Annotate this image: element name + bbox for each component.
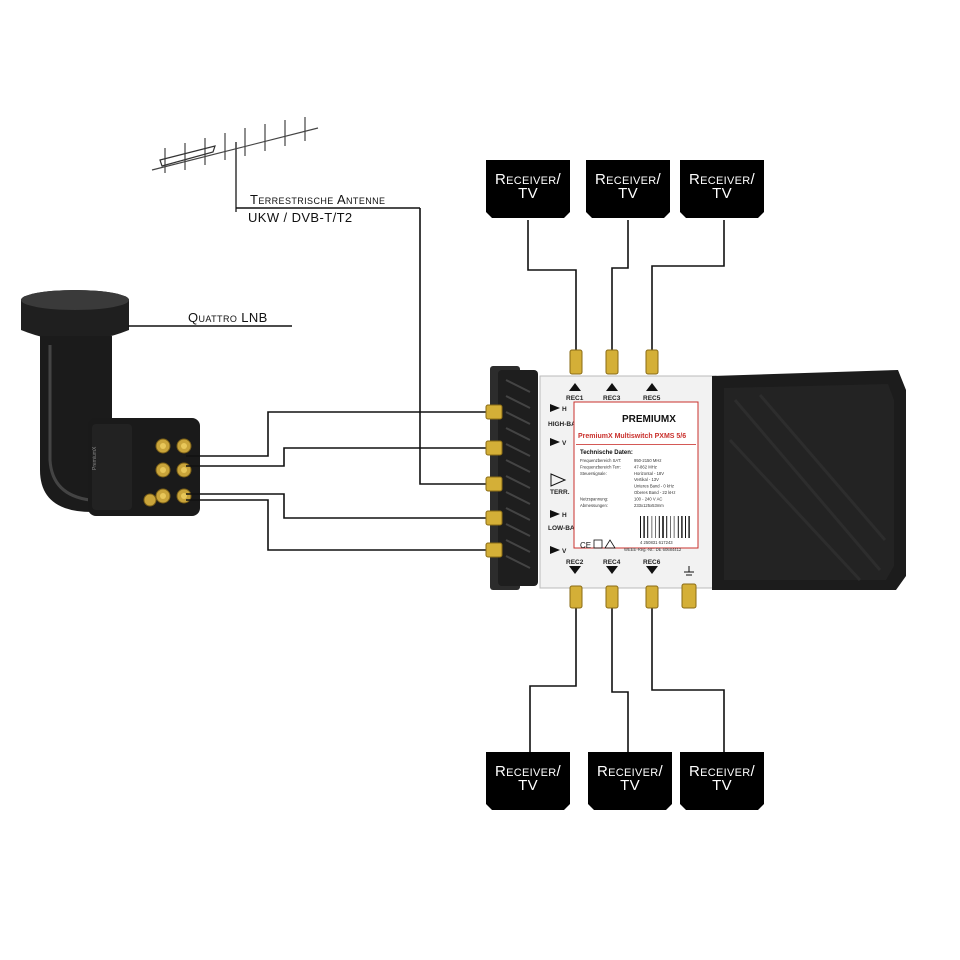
- spec-key: Steuersignale:: [580, 471, 607, 476]
- receiver-tv-1: Receiver/TV: [486, 160, 570, 218]
- receiver-tv-5: Receiver/TV: [588, 752, 672, 810]
- terr-label: TERR.: [550, 489, 570, 496]
- receiver-label: Receiver/: [689, 763, 756, 780]
- receiver-label: Receiver/: [597, 763, 664, 780]
- barcode-number: 4 250831 617243: [640, 540, 673, 545]
- receiver-tv-6: Receiver/TV: [680, 752, 764, 810]
- spec-value: Oberes Band - 22 kHz: [634, 490, 675, 495]
- receiver-label: Receiver/: [595, 171, 662, 188]
- output-label-rec4: REC4: [603, 559, 621, 566]
- receiver-sublabel: TV: [620, 777, 640, 794]
- receiver-sublabel: TV: [518, 777, 538, 794]
- receiver-tv-3: Receiver/TV: [680, 160, 764, 218]
- output-label-rec3: REC3: [603, 395, 621, 402]
- output-label-rec6: REC6: [643, 559, 661, 566]
- weee-number: WEEE-Reg.-Nr.: DE 60684412: [624, 547, 682, 552]
- output-label-rec1: REC1: [566, 395, 584, 402]
- brand-logo: PREMIUMX: [622, 414, 676, 425]
- receiver-tv-2: Receiver/TV: [586, 160, 670, 218]
- cable-lines: [186, 208, 725, 752]
- receiver-group: Receiver/TVReceiver/TVReceiver/TVReceive…: [486, 160, 764, 810]
- antenna-label-line2: UKW / DVB-T/T2: [248, 210, 353, 225]
- antenna-label-line1: Terrestrische Antenne: [250, 192, 385, 207]
- input-v-high: V: [562, 440, 567, 447]
- spec-value: 233x125x53mm: [634, 503, 664, 508]
- input-v-low: V: [562, 548, 567, 555]
- receiver-label: Receiver/: [495, 171, 562, 188]
- receiver-sublabel: TV: [712, 777, 732, 794]
- lnb-label: Quattro LNB: [188, 310, 268, 325]
- spec-key: Frequenzbereich SAT:: [580, 458, 621, 463]
- ce-mark-icon: CE: [580, 541, 591, 550]
- receiver-label: Receiver/: [689, 171, 756, 188]
- low-band-label: LOW-BAND: [548, 525, 584, 532]
- receiver-tv-4: Receiver/TV: [486, 752, 570, 810]
- lnb-brand: PremiumX: [92, 446, 98, 470]
- spec-value: 950-2150 MHz: [634, 458, 661, 463]
- input-h-low: H: [562, 512, 567, 519]
- home-use-icon: [604, 539, 616, 549]
- ground-icon: [684, 566, 694, 576]
- quattro-lnb-icon: [21, 290, 200, 516]
- spec-key: Netzspannung:: [580, 496, 608, 501]
- receiver-sublabel: TV: [712, 185, 732, 202]
- high-band-label: HIGH-BAND: [548, 421, 585, 428]
- output-label-rec5: REC5: [643, 395, 661, 402]
- multiswitch-device: REC1 REC3 REC5 REC2 REC4 REC6 H V H V HI…: [485, 349, 906, 609]
- spec-value: 47-862 MHz: [634, 464, 657, 469]
- model-name: PremiumX Multiswitch PXMS 5/6: [578, 433, 686, 440]
- terrestrial-antenna-icon: [151, 117, 319, 212]
- spec-value: Unteres Band - 0 kHz: [634, 484, 674, 489]
- double-insulation-icon: [593, 539, 603, 549]
- spec-value: 100 - 240 V AC: [634, 496, 662, 501]
- spec-title: Technische Daten:: [580, 450, 633, 456]
- receiver-sublabel: TV: [618, 185, 638, 202]
- input-h-high: H: [562, 406, 567, 413]
- receiver-label: Receiver/: [495, 763, 562, 780]
- output-label-rec2: REC2: [566, 559, 584, 566]
- barcode: [640, 516, 690, 538]
- receiver-sublabel: TV: [518, 185, 538, 202]
- spec-value: Horizontal - 18V: [634, 471, 664, 476]
- spec-key: Abmessungen:: [580, 503, 608, 508]
- spec-value: Vertikal - 13V: [634, 477, 659, 482]
- spec-table: Frequenzbereich SAT: 950-2150 MHzFrequenz…: [580, 458, 675, 508]
- spec-key: Frequenzbereich Terr:: [580, 464, 621, 469]
